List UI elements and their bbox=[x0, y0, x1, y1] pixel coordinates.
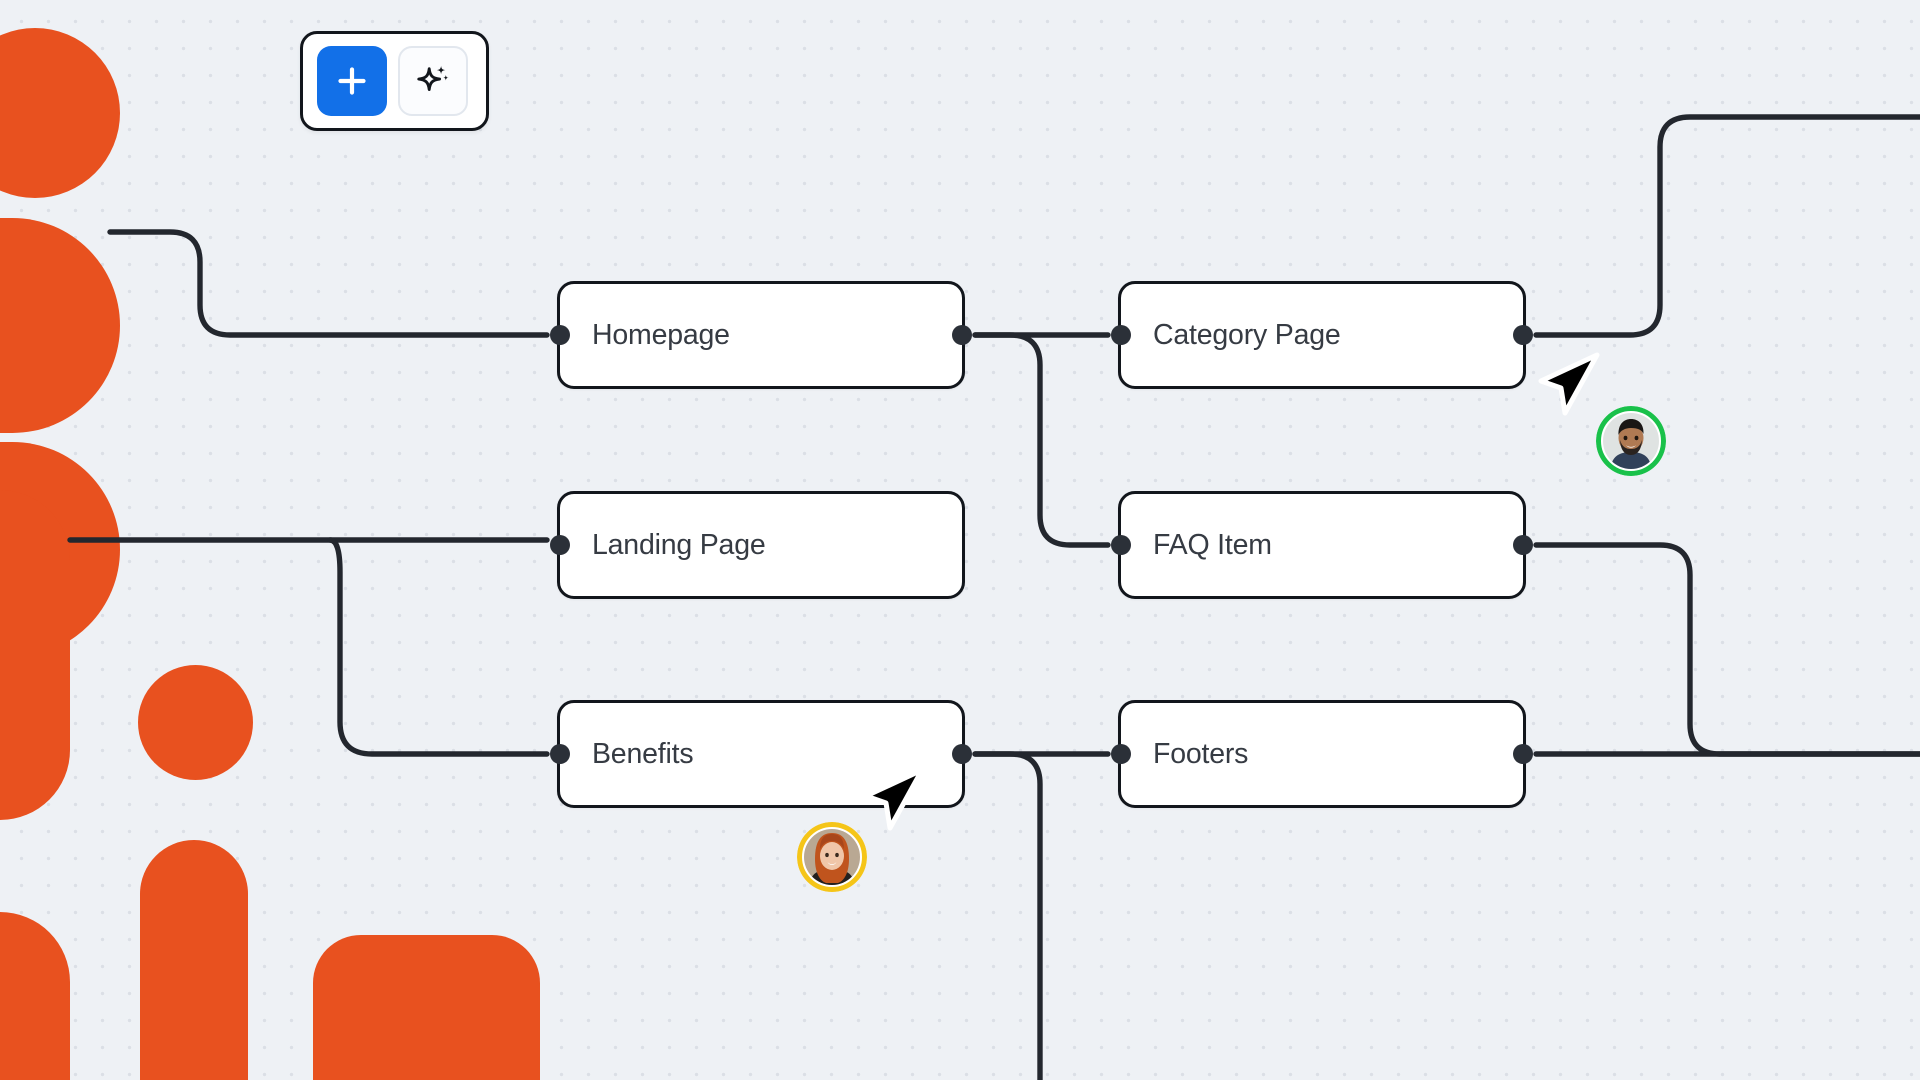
edge-homepage-to-faq bbox=[972, 332, 1111, 548]
avatar-image bbox=[804, 829, 860, 885]
node-label: FAQ Item bbox=[1153, 528, 1272, 561]
avatar-image bbox=[1603, 413, 1659, 469]
port-left-benefits[interactable] bbox=[550, 744, 570, 764]
port-right-footers[interactable] bbox=[1513, 744, 1533, 764]
node-faq-item[interactable]: FAQ Item bbox=[1111, 491, 1533, 599]
edge-faq-to-offscreen-right bbox=[1533, 542, 1920, 757]
node-label: Footers bbox=[1153, 737, 1249, 770]
port-left-faq-item[interactable] bbox=[1111, 535, 1131, 555]
collaborator-avatar-b[interactable] bbox=[797, 822, 867, 892]
node-label: Category Page bbox=[1153, 318, 1341, 351]
add-node-button[interactable] bbox=[317, 46, 387, 116]
port-right-faq-item[interactable] bbox=[1513, 535, 1533, 555]
node-homepage[interactable]: Homepage bbox=[550, 281, 972, 389]
node-category-page[interactable]: Category Page bbox=[1111, 281, 1533, 389]
edge-offscreen-to-benefits bbox=[327, 537, 550, 757]
pointer-icon bbox=[1538, 352, 1600, 416]
collaborator-cursor-a bbox=[1535, 349, 1607, 430]
port-left-category-page[interactable] bbox=[1111, 325, 1131, 345]
decoration-pill-center bbox=[140, 840, 248, 1080]
collaborator-avatar-a[interactable] bbox=[1596, 406, 1666, 476]
node-landing-page[interactable]: Landing Page bbox=[550, 491, 965, 599]
edge-offscreen-to-homepage bbox=[107, 229, 550, 338]
sparkle-icon bbox=[417, 65, 449, 91]
decoration-pill-left-upper bbox=[0, 490, 70, 820]
node-benefits[interactable]: Benefits bbox=[550, 700, 972, 808]
edge-category-to-offscreen-top bbox=[1533, 114, 1920, 338]
port-left-homepage[interactable] bbox=[550, 325, 570, 345]
decoration-circle-top-left bbox=[0, 28, 120, 198]
port-left-landing-page[interactable] bbox=[550, 535, 570, 555]
node-label: Homepage bbox=[592, 318, 730, 351]
plus-icon bbox=[338, 67, 366, 95]
decoration-circle-middle bbox=[138, 665, 253, 780]
floating-toolbar[interactable] bbox=[300, 31, 489, 131]
port-left-footers[interactable] bbox=[1111, 744, 1131, 764]
decoration-half-circle-upper bbox=[0, 218, 120, 433]
port-right-category-page[interactable] bbox=[1513, 325, 1533, 345]
decoration-rounded-square bbox=[313, 935, 540, 1080]
decoration-pill-left-lower bbox=[0, 912, 70, 1080]
node-label: Benefits bbox=[592, 737, 694, 770]
ai-assist-button[interactable] bbox=[398, 46, 468, 116]
port-right-benefits[interactable] bbox=[952, 744, 972, 764]
port-right-homepage[interactable] bbox=[952, 325, 972, 345]
node-label: Landing Page bbox=[592, 528, 766, 561]
edge-benefits-to-offscreen-bottom bbox=[972, 751, 1043, 1080]
node-footers[interactable]: Footers bbox=[1111, 700, 1533, 808]
